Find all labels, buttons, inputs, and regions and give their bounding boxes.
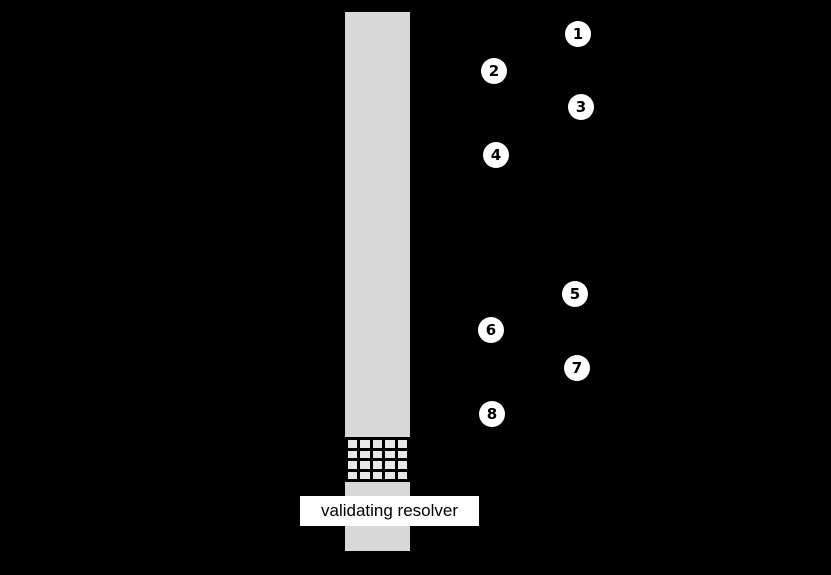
firewall-grid-cell (372, 450, 383, 458)
firewall-grid-cell (397, 440, 407, 448)
firewall-grid-cell (348, 461, 358, 469)
step-marker-4: 4 (483, 142, 509, 168)
resolver-label-text: validating resolver (320, 501, 458, 520)
firewall-grid-cell (397, 471, 407, 479)
firewall-grid-cell (397, 461, 407, 469)
firewall-grid-cell (360, 461, 370, 469)
firewall-grid-icon (345, 437, 410, 482)
firewall-grid-cell (385, 461, 395, 469)
firewall-grid-cell (385, 450, 395, 458)
firewall-grid-cell (385, 471, 395, 479)
step-marker-2: 2 (481, 58, 507, 84)
firewall-grid-cell (360, 471, 370, 479)
step-marker-5: 5 (562, 281, 588, 307)
firewall-grid-cell (348, 440, 358, 448)
firewall-grid-cell (372, 471, 383, 479)
firewall-grid-cell (348, 450, 358, 458)
step-marker-6: 6 (478, 317, 504, 343)
firewall-grid-cell (397, 450, 407, 458)
firewall-grid-cell (360, 440, 370, 448)
firewall-grid-cell (385, 440, 395, 448)
step-marker-7: 7 (564, 355, 590, 381)
firewall-grid-cell (348, 471, 358, 479)
step-marker-3: 3 (568, 94, 594, 120)
firewall-grid-cell (360, 450, 370, 458)
firewall-grid-cell (372, 440, 383, 448)
step-marker-8: 8 (479, 401, 505, 427)
step-marker-1: 1 (565, 21, 591, 47)
resolver-label-box: validating resolver (300, 496, 479, 526)
firewall-grid-cell (372, 461, 383, 469)
